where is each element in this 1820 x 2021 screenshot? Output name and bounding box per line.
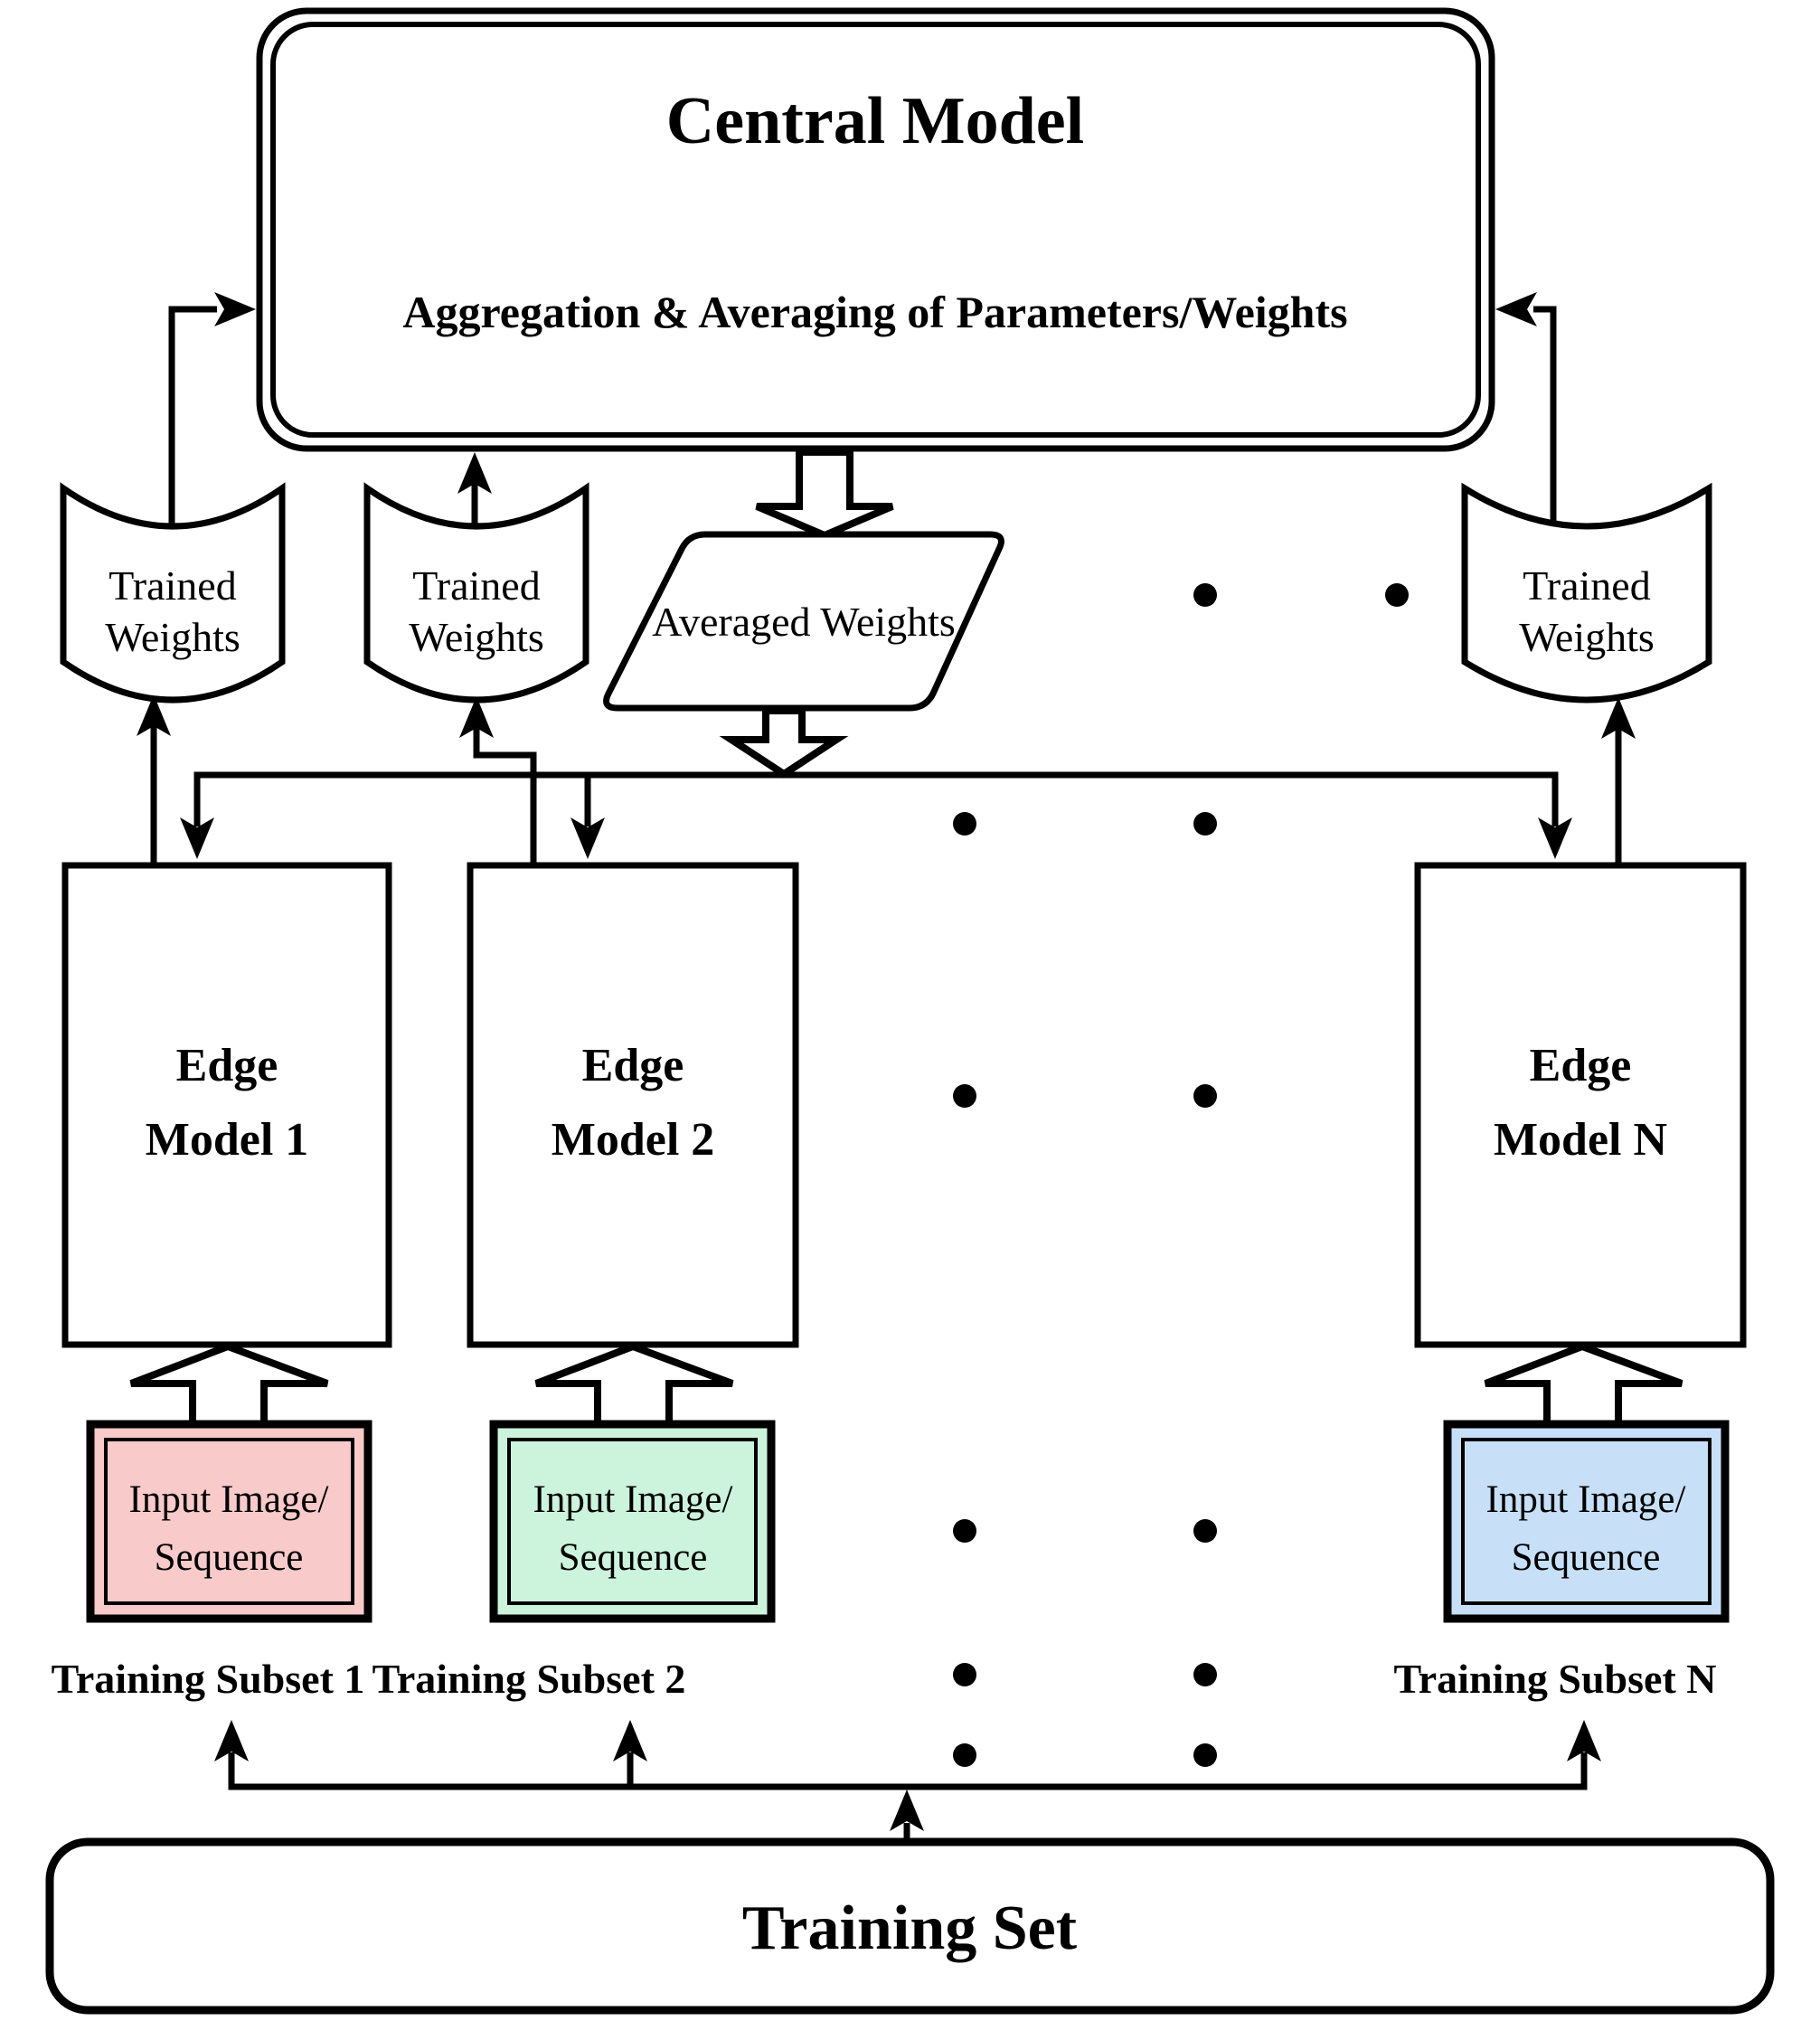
input-box-1: Input Image/ Sequence xyxy=(86,1420,372,1623)
input-box-1-outer xyxy=(86,1420,372,1623)
arrowhead-left-icon xyxy=(1495,292,1537,326)
distribution-line xyxy=(193,771,1559,826)
ellipsis-dot xyxy=(953,1084,976,1108)
edge-model-n-rect xyxy=(1414,862,1747,1348)
training-subset-n-label: Training Subset N xyxy=(1393,1656,1716,1702)
arrowhead-up-icon xyxy=(457,452,492,494)
input-box-2-inner xyxy=(507,1438,758,1605)
ellipsis-dot xyxy=(953,1519,976,1543)
input-box-n-label-line2: Sequence xyxy=(1512,1536,1661,1579)
connector-lines xyxy=(137,292,1636,1842)
trained-weights-n-label-line1: Trained xyxy=(1523,562,1650,609)
training-subset-2-label: Training Subset 2 xyxy=(372,1656,686,1702)
trained-weights-1-label-line2: Weights xyxy=(105,614,240,660)
edge-model-1-box: Edge Model 1 xyxy=(61,862,392,1348)
averaged-weights-label: Averaged Weights xyxy=(652,599,956,645)
input-box-2: Input Image/ Sequence xyxy=(489,1420,776,1623)
ellipsis-dot xyxy=(1193,1663,1217,1686)
trained-weights-2-label-line2: Weights xyxy=(409,614,544,660)
ellipsis-dot xyxy=(953,1743,976,1767)
edge-model-n-box: Edge Model N xyxy=(1414,862,1747,1348)
trained-weights-n-shape xyxy=(1461,482,1712,704)
ellipsis-dot xyxy=(1193,1084,1217,1108)
arrowhead-up-icon xyxy=(890,1790,924,1831)
averaged-weights-shape xyxy=(603,531,1004,712)
ellipsis-dots xyxy=(953,583,1409,1767)
arrow-edge2-to-trained2-line xyxy=(473,728,537,864)
training-set-label: Training Set xyxy=(742,1894,1077,1963)
arrowhead-up-icon xyxy=(1567,1720,1601,1761)
edge-model-n-label-line2: Model N xyxy=(1494,1114,1667,1166)
edge-model-1-label-line2: Model 1 xyxy=(146,1114,309,1166)
ellipsis-dot xyxy=(1193,1519,1217,1543)
averaged-weights-parallelogram: Averaged Weights xyxy=(603,531,1004,712)
input-box-2-outer xyxy=(489,1420,776,1623)
input-box-n-inner xyxy=(1461,1438,1712,1605)
central-model-subtitle: Aggregation & Averaging of Parameters/We… xyxy=(402,287,1347,337)
training-set-box: Training Set xyxy=(45,1837,1775,2015)
arrow-trained1-to-central-line xyxy=(168,306,217,543)
edge-model-1-rect xyxy=(61,862,392,1348)
arrowhead-down-icon xyxy=(1538,817,1572,859)
arrowhead-down-icon xyxy=(180,817,214,859)
arrowhead-up-icon xyxy=(214,1720,249,1761)
edge-model-2-label-line2: Model 2 xyxy=(552,1114,715,1166)
trained-weights-n-label-line2: Weights xyxy=(1519,614,1655,660)
training-subset-1-label: Training Subset 1 xyxy=(52,1656,365,1702)
trained-weights-1-shape xyxy=(60,482,286,704)
input-box-1-label-line1: Input Image/ xyxy=(129,1478,329,1521)
input-box-2-label-line2: Sequence xyxy=(559,1536,708,1579)
block-arrow-input1-to-edge1 xyxy=(129,1342,329,1428)
block-arrow-central-to-averaged xyxy=(755,449,894,540)
arrowhead-right-icon xyxy=(214,292,256,326)
block-arrow-inputN-to-edgeN xyxy=(1484,1342,1683,1428)
ellipsis-dot xyxy=(953,1663,976,1686)
input-box-1-inner xyxy=(104,1438,354,1605)
arrowhead-up-icon xyxy=(137,694,171,736)
input-box-1-label-line2: Sequence xyxy=(155,1536,304,1579)
ellipsis-dot xyxy=(1193,583,1217,607)
input-box-2-label-line1: Input Image/ xyxy=(533,1478,733,1521)
edge-model-2-label-line1: Edge xyxy=(582,1040,684,1091)
input-box-n-label-line1: Input Image/ xyxy=(1486,1478,1686,1521)
trained-weights-1-label-line1: Trained xyxy=(108,562,236,609)
arrowhead-up-icon xyxy=(613,1720,647,1761)
arrow-trainedN-to-central-line xyxy=(1533,306,1557,543)
block-arrow-input2-to-edge2 xyxy=(534,1342,734,1428)
input-box-n-outer xyxy=(1443,1420,1730,1623)
ellipsis-dot xyxy=(1193,1743,1217,1767)
edge-model-1-label-line1: Edge xyxy=(176,1040,278,1091)
trained-weights-2-label-line1: Trained xyxy=(412,562,540,609)
input-box-n: Input Image/ Sequence xyxy=(1443,1420,1730,1623)
trained-weights-2-shape xyxy=(363,482,589,704)
arrowhead-up-icon xyxy=(1601,697,1636,739)
training-set-rect xyxy=(45,1837,1775,2015)
central-model-box: Central Model Aggregation & Averaging of… xyxy=(256,7,1495,452)
edge-model-2-rect xyxy=(467,862,799,1348)
ellipsis-dot xyxy=(953,812,976,836)
trained-weights-1-cylinder: Trained Weights xyxy=(60,482,286,704)
ellipsis-dot xyxy=(1193,812,1217,836)
central-model-inner-border xyxy=(270,22,1481,438)
ellipsis-dot xyxy=(1385,583,1409,607)
edge-model-n-label-line1: Edge xyxy=(1530,1040,1632,1091)
gather-line xyxy=(228,1752,1588,1790)
trained-weights-n-cylinder: Trained Weights xyxy=(1461,482,1712,704)
block-arrow-averaged-to-distribution xyxy=(719,707,849,779)
arrowhead-down-icon xyxy=(571,817,605,859)
arrowhead-up-icon xyxy=(459,696,494,738)
edge-model-2-box: Edge Model 2 xyxy=(467,862,799,1348)
central-model-title: Central Model xyxy=(666,84,1084,158)
trained-weights-2-cylinder: Trained Weights xyxy=(363,482,589,704)
